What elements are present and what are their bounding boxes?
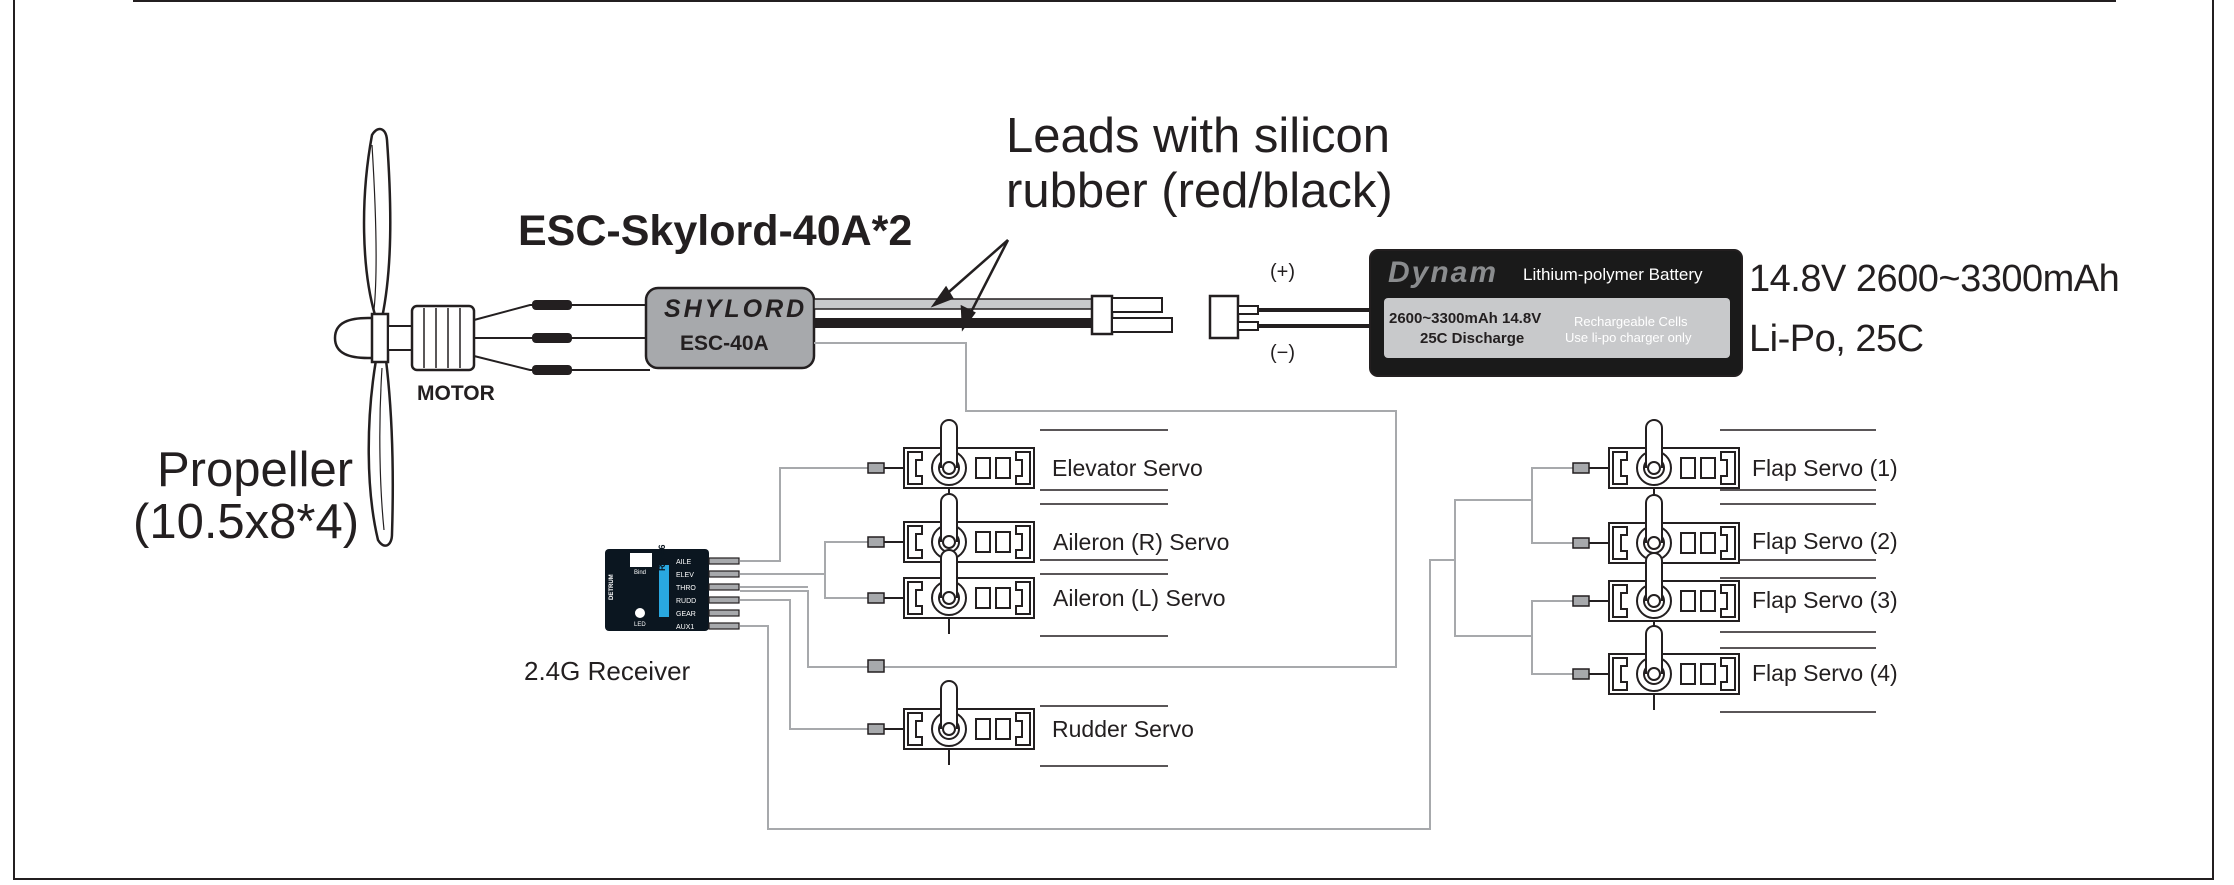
flap-servo-1-label: Flap Servo (1) — [1752, 455, 1898, 481]
receiver-channel-gear: GEAR — [676, 611, 696, 618]
esc-signal-wire — [740, 342, 1397, 668]
leads-label-line1: Leads with silicon — [1006, 109, 1391, 163]
motor-label: MOTOR — [417, 382, 495, 405]
leads-label-line2: rubber (red/black) — [1006, 164, 1393, 218]
elevator-servo-label: Elevator Servo — [1052, 455, 1203, 481]
polarity-minus: (−) — [1270, 342, 1295, 364]
battery-spec2: Li-Po, 25C — [1749, 318, 1924, 360]
receiver-bind-label: Bind — [634, 570, 647, 576]
receiver-channel-aile: AILE — [676, 559, 692, 566]
propeller-icon — [333, 127, 413, 547]
esc-title: ESC-Skylord-40A*2 — [518, 207, 913, 255]
motor-icon — [410, 304, 476, 372]
top-rule — [133, 0, 2116, 2]
flap-servo-3-icon — [1572, 552, 1740, 638]
flap-servo-4-icon — [1572, 625, 1740, 711]
elevator-servo-icon — [867, 419, 1035, 505]
flap-servo-1-icon — [1572, 419, 1740, 505]
throttle-plug — [867, 659, 885, 673]
motor-connectors — [532, 300, 572, 375]
rudder-servo-icon — [867, 680, 1035, 766]
battery-note1: Rechargeable Cells — [1574, 314, 1688, 329]
receiver-channel-thro: THRO — [676, 585, 696, 592]
polarity-plus: (+) — [1270, 261, 1295, 283]
battery-discharge-line: 25C Discharge — [1420, 330, 1525, 347]
battery-brand: Dynam — [1388, 256, 1499, 289]
receiver-channel-elev: ELEV — [676, 572, 694, 579]
receiver-channel-rudd: RUDD — [676, 598, 697, 605]
esc-plug-icon — [1090, 294, 1173, 336]
receiver-channel-aux1: AUX1 — [676, 624, 695, 631]
flap-servo-3-label: Flap Servo (3) — [1752, 587, 1898, 613]
receiver-model: RX-E6 — [657, 544, 667, 571]
receiver-brand: DETRUM — [609, 574, 615, 600]
flap-servo-2-label: Flap Servo (2) — [1752, 528, 1898, 554]
leads-arrows — [930, 239, 1010, 332]
servo-tail-lines — [1040, 429, 1876, 767]
rudder-servo-label: Rudder Servo — [1052, 716, 1194, 742]
battery-capacity-line: 2600~3300mAh 14.8V — [1389, 310, 1542, 327]
battery-plug-icon — [1208, 294, 1370, 340]
receiver-pins — [708, 557, 740, 630]
esc-brand: SHYLORD — [664, 295, 808, 323]
battery-note2: Use li-po charger only — [1565, 330, 1692, 345]
receiver-led-label: LED — [634, 622, 646, 628]
esc-model: ESC-40A — [680, 332, 769, 355]
aileron-l-servo-label: Aileron (L) Servo — [1053, 585, 1226, 611]
propeller-label-line2: (10.5x8*4) — [133, 495, 360, 549]
flap-servo-4-label: Flap Servo (4) — [1752, 660, 1898, 686]
esc-power-leads — [813, 298, 1093, 328]
battery-spec1: 14.8V 2600~3300mAh — [1749, 258, 2120, 300]
battery-body — [1369, 249, 1743, 377]
aileron-r-servo-label: Aileron (R) Servo — [1053, 529, 1230, 555]
diagram-frame — [13, 0, 2214, 880]
receiver-label: 2.4G Receiver — [524, 656, 691, 686]
propeller-label-line1: Propeller — [157, 443, 354, 497]
receiver-channel-list: AILE ELEV THRO RUDD GEAR AUX1 — [676, 556, 696, 634]
servo-wiring — [740, 467, 1573, 830]
receiver-body — [605, 549, 709, 631]
battery-type: Lithium-polymer Battery — [1523, 265, 1703, 284]
